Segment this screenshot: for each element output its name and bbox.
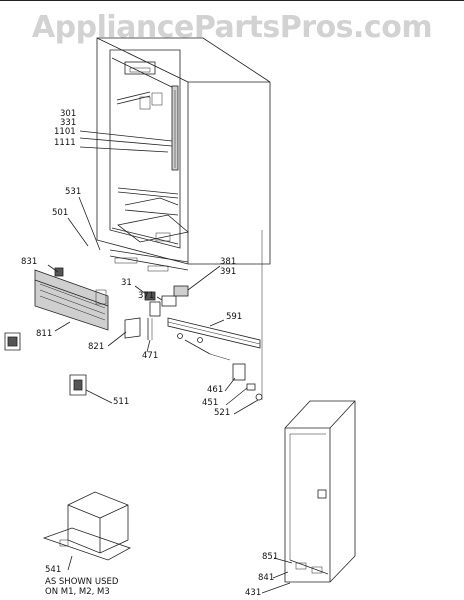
callout-471: 471 xyxy=(142,351,159,361)
bottom-rail xyxy=(167,317,261,361)
callout-521: 521 xyxy=(214,408,231,418)
callout-821: 821 xyxy=(88,342,105,352)
kickplate-grille xyxy=(34,267,109,331)
callout-531: 531 xyxy=(65,187,82,197)
callout-381: 381 xyxy=(220,257,237,267)
roller-bracket xyxy=(69,374,87,396)
callout-541: 541 xyxy=(45,565,62,575)
callout-451: 451 xyxy=(202,398,219,408)
top-border-line xyxy=(0,0,464,1)
callout-501: 501 xyxy=(52,208,69,218)
callout-331: 331 xyxy=(60,118,77,128)
callout-1101: 1101 xyxy=(54,127,76,137)
small-cabinet xyxy=(284,400,356,583)
callout-301: 301 xyxy=(60,109,77,119)
base-cover xyxy=(42,491,131,561)
usage-note-line1: AS SHOWN USED xyxy=(45,577,119,587)
callout-391: 391 xyxy=(220,267,237,277)
callout-511: 511 xyxy=(113,397,130,407)
callout-371: 371 xyxy=(138,291,155,301)
main-cabinet xyxy=(96,37,271,272)
hinge-parts xyxy=(144,285,189,340)
left-bracket xyxy=(4,317,141,351)
usage-note-line2: ON M1, M2, M3 xyxy=(45,587,110,597)
callout-31: 31 xyxy=(121,278,132,288)
callout-811: 811 xyxy=(36,329,53,339)
callout-841: 841 xyxy=(258,573,275,583)
callout-1111: 1111 xyxy=(54,138,76,148)
callout-461: 461 xyxy=(207,385,224,395)
callout-851: 851 xyxy=(262,552,279,562)
callout-831: 831 xyxy=(21,257,38,267)
callout-431: 431 xyxy=(245,588,262,598)
leveler-assembly xyxy=(232,230,263,401)
leader-lines xyxy=(47,130,293,594)
callout-591: 591 xyxy=(226,312,243,322)
